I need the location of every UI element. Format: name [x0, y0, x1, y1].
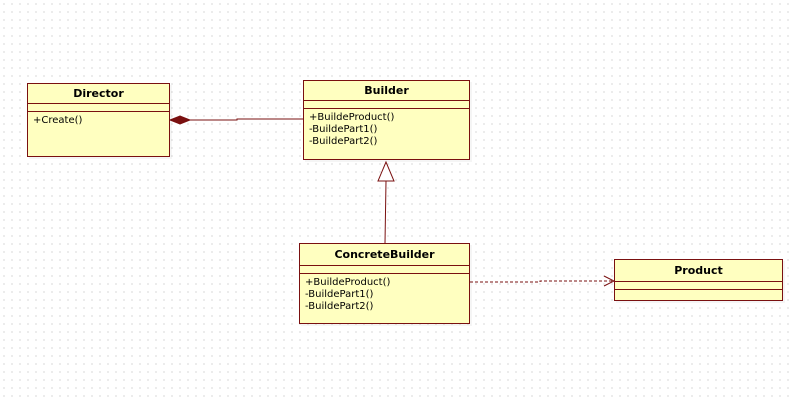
- class-product-attributes: [615, 282, 782, 290]
- class-builder-operations: +BuildeProduct() -BuildePart1() -BuildeP…: [304, 109, 469, 159]
- generalization-triangle-icon: [377, 160, 395, 182]
- dependency-association[interactable]: [470, 275, 616, 287]
- class-concrete-builder-name: ConcreteBuilder: [300, 244, 469, 266]
- composition-association[interactable]: [168, 115, 303, 125]
- class-product-name: Product: [615, 260, 782, 282]
- class-concrete-builder-operations: +BuildeProduct() -BuildePart1() -BuildeP…: [300, 274, 469, 323]
- operation: -BuildePart1(): [305, 289, 374, 300]
- class-builder-attributes: [304, 101, 469, 109]
- class-product-operations: [615, 290, 782, 300]
- class-concrete-builder-attributes: [300, 266, 469, 274]
- operation: +BuildeProduct(): [305, 277, 391, 288]
- operation: +BuildeProduct(): [309, 112, 395, 123]
- class-concrete-builder[interactable]: ConcreteBuilder +BuildeProduct() -Builde…: [299, 243, 470, 324]
- class-director-attributes: [28, 104, 169, 112]
- class-director-operations: +Create(): [28, 112, 169, 156]
- class-builder-name: Builder: [304, 81, 469, 101]
- composition-diamond-icon: [168, 115, 192, 125]
- operation: -BuildePart2(): [305, 301, 374, 312]
- class-product[interactable]: Product: [614, 259, 783, 301]
- class-director-name: Director: [28, 84, 169, 104]
- operation: -BuildePart1(): [309, 124, 378, 135]
- operation: +Create(): [33, 115, 83, 126]
- operation: -BuildePart2(): [309, 136, 378, 147]
- class-builder[interactable]: Builder +BuildeProduct() -BuildePart1() …: [303, 80, 470, 160]
- generalization-association[interactable]: [377, 160, 395, 244]
- class-director[interactable]: Director +Create(): [27, 83, 170, 157]
